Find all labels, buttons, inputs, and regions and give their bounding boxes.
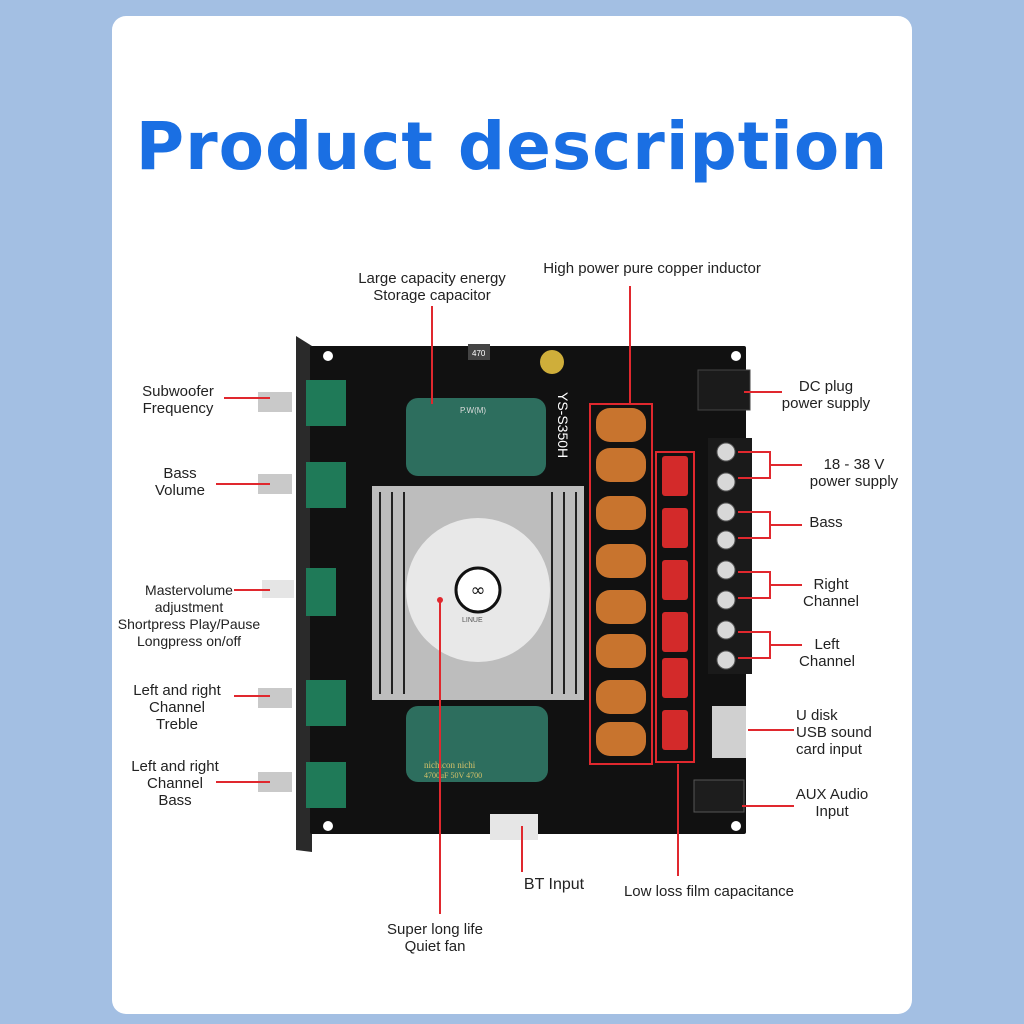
label-usb-input: U disk USB sound card input (796, 707, 872, 758)
label-copper-inductor: High power pure copper inductor (543, 260, 761, 277)
svg-text:LINUE: LINUE (462, 617, 483, 624)
svg-text:P.W(M): P.W(M) (460, 406, 486, 415)
bt-module (490, 814, 538, 840)
film-capacitor-box (655, 451, 695, 763)
usb-port (712, 706, 746, 758)
aux-jack (693, 779, 745, 813)
label-quiet-fan: Super long life Quiet fan (387, 921, 483, 955)
label-aux-input: AUX Audio Input (795, 786, 869, 820)
label-energy-capacitor: Large capacity energy Storage capacitor (358, 270, 506, 304)
svg-text:nichicon nichi: nichicon nichi (424, 760, 476, 770)
inductor-box (589, 403, 653, 765)
knob-group (258, 392, 294, 792)
svg-text:470: 470 (472, 349, 486, 358)
label-master-volume: Mastervolume adjustment Shortpress Play/… (117, 582, 261, 649)
bottom-capacitor (406, 706, 548, 782)
label-treble: Left and right Channel Treble (133, 682, 221, 733)
label-left-channel: Left Channel (799, 636, 855, 670)
label-bt-input: BT Input (523, 876, 585, 893)
svg-text:∞: ∞ (471, 580, 486, 601)
page-title: Product description (135, 108, 889, 185)
label-lr-bass: Left and right Channel Bass (131, 758, 219, 809)
label-bass-output: Bass (809, 514, 843, 531)
label-power-supply: 18 - 38 V power supply (809, 456, 899, 490)
leader-lines (216, 286, 802, 914)
dc-jack (697, 369, 751, 411)
label-bass-volume: Bass Volume (154, 465, 206, 499)
label-subwoofer-frequency: Subwoofer Frequency (142, 383, 214, 417)
energy-capacitor (406, 398, 546, 476)
svg-text:YS-S350H: YS-S350H (555, 392, 571, 458)
label-right-channel: Right Channel (803, 576, 859, 610)
label-dc-plug: DC plug power supply (781, 378, 871, 412)
svg-text:4700uF 50V 4700: 4700uF 50V 4700 (424, 771, 482, 780)
label-film-capacitance: Low loss film capacitance (623, 883, 795, 900)
